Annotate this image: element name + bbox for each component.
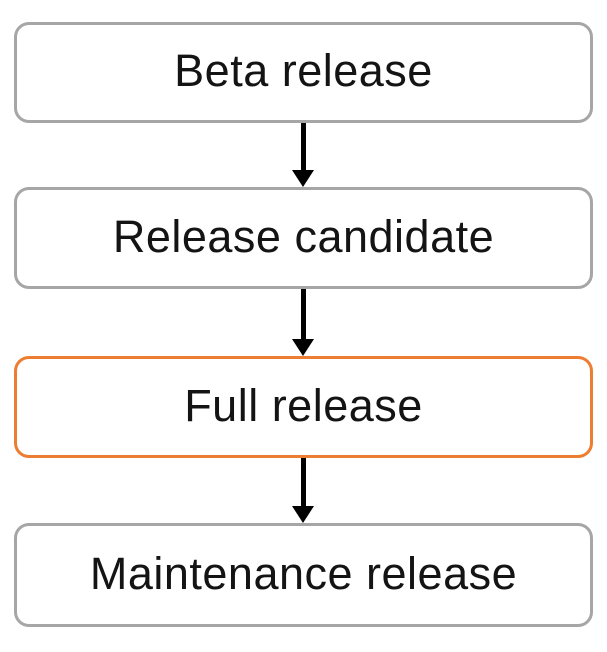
flowchart-node-full-release: Full release bbox=[14, 356, 593, 458]
node-label: Beta release bbox=[174, 45, 433, 96]
node-label: Full release bbox=[184, 379, 423, 431]
arrow-shaft bbox=[300, 458, 306, 506]
node-label: Maintenance release bbox=[89, 547, 518, 599]
down-arrow-icon bbox=[292, 458, 314, 523]
down-arrow-icon bbox=[292, 289, 314, 356]
arrow-head bbox=[292, 170, 314, 187]
arrow-head bbox=[292, 339, 314, 356]
flowchart-node-beta-release: Beta release bbox=[14, 22, 593, 123]
arrow-shaft bbox=[300, 123, 306, 170]
node-label: Release candidate bbox=[112, 210, 495, 262]
down-arrow-icon bbox=[292, 123, 314, 187]
arrow-head bbox=[292, 506, 314, 523]
flowchart-node-maintenance-release: Maintenance release bbox=[14, 523, 593, 627]
flowchart-node-release-candidate: Release candidate bbox=[14, 187, 593, 289]
arrow-shaft bbox=[300, 289, 306, 339]
